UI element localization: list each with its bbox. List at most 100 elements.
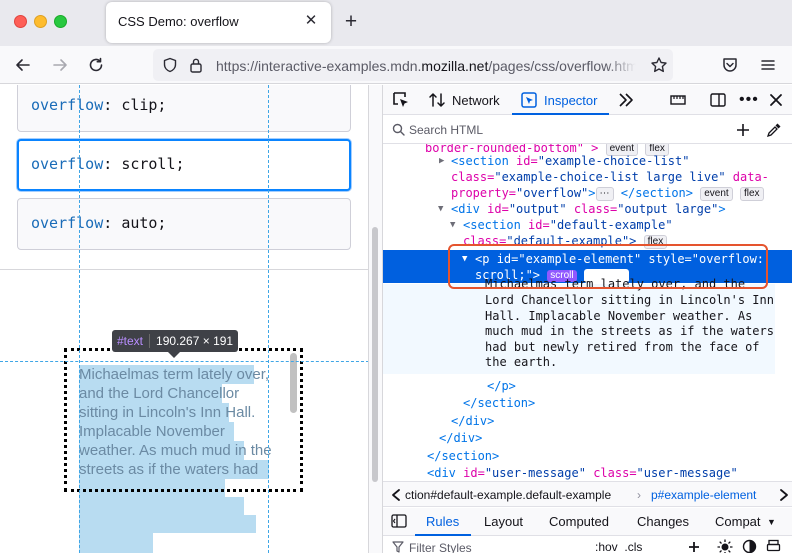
text-highlight (79, 533, 153, 553)
tree-line[interactable]: property="overflow">⋯ </section> event f… (451, 185, 792, 201)
tab-computed[interactable]: Computed (549, 514, 609, 529)
text-highlight (79, 497, 244, 515)
shield-icon[interactable] (162, 57, 178, 73)
event-badge[interactable]: event (700, 187, 733, 201)
pick-element-button[interactable] (392, 85, 410, 115)
zoom-window-button[interactable] (54, 15, 67, 28)
text-node-line: Lord Chancellor sitting in Lincoln's Inn (485, 293, 774, 307)
choice-scroll[interactable]: overflow: scroll; (17, 139, 351, 191)
filter-styles-bar[interactable]: Filter Styles :hov .cls (383, 536, 792, 553)
scroll-badge[interactable]: scroll (547, 270, 577, 282)
dark-mode-icon[interactable] (742, 539, 757, 553)
tree-line-close-p[interactable]: </p> (487, 379, 516, 393)
network-icon (429, 93, 445, 107)
expand-triangle-icon[interactable]: ▶ (439, 156, 445, 166)
classes-toggle[interactable]: .cls (624, 540, 643, 553)
close-icon (770, 94, 782, 106)
responsive-design-button[interactable] (669, 85, 687, 115)
web-page: overflow: clip; overflow: scroll; overfl… (0, 85, 369, 553)
tab-close-icon[interactable]: ✕ (304, 12, 318, 29)
hover-state-toggle[interactable]: :hov (595, 540, 618, 553)
toggle-pane-icon[interactable] (391, 514, 407, 528)
devtools-panel: Network Inspector ••• Search HTML border… (382, 85, 792, 553)
example-scrollbar[interactable] (290, 353, 297, 413)
tag-open: <div (451, 202, 488, 216)
url-text[interactable]: https://interactive-examples.mdn.mozilla… (216, 58, 636, 74)
tab-network[interactable]: Network (428, 85, 500, 115)
dock-button[interactable] (709, 85, 727, 115)
overflow-badge[interactable]: overflow (583, 269, 630, 283)
more-tools-button[interactable] (617, 85, 635, 115)
tag-bracket: > (588, 186, 596, 200)
breadcrumb-default-example[interactable]: ction#default-example.default-example (405, 488, 612, 502)
choice-code: overflow: auto; (31, 214, 167, 232)
tag-open: <section (463, 218, 529, 232)
new-tab-button[interactable]: + (344, 10, 358, 33)
collapse-triangle-icon[interactable]: ▼ (462, 254, 468, 264)
add-node-icon[interactable] (736, 123, 750, 137)
tree-line-default-example[interactable]: <section id="default-example" (463, 217, 792, 233)
lock-icon[interactable] (189, 57, 203, 73)
attr-name: id= (487, 202, 509, 216)
filter-styles-input[interactable]: Filter Styles (409, 541, 472, 553)
choice-auto[interactable]: overflow: auto; (17, 198, 351, 250)
tree-line-close-section[interactable]: </section> (463, 396, 536, 410)
breadcrumb-separator-icon: › (637, 488, 641, 502)
tag-open: <p (475, 252, 497, 266)
chevron-left-icon[interactable] (390, 488, 402, 502)
close-window-button[interactable] (14, 15, 27, 28)
tree-line: scroll;"> scroll overflow (475, 267, 792, 283)
tree-line-close-div[interactable]: </div> (439, 431, 483, 445)
selected-node-row[interactable]: ▼ <p id="example-element" style="overflo… (383, 250, 792, 283)
pocket-button[interactable] (718, 53, 742, 77)
close-devtools-button[interactable] (769, 85, 783, 115)
eyedropper-icon[interactable] (766, 122, 782, 138)
text-highlight (79, 403, 229, 422)
search-html-input[interactable]: Search HTML (409, 123, 484, 137)
choice-code: overflow: clip; (31, 96, 167, 114)
back-button[interactable] (11, 53, 35, 77)
tab-network-label: Network (452, 92, 500, 108)
chevron-right-icon[interactable] (778, 488, 790, 502)
flex-badge[interactable]: flex (645, 144, 669, 156)
breadcrumb-example-element[interactable]: p#example-element (651, 488, 757, 502)
collapse-triangle-icon[interactable]: ▼ (438, 204, 444, 214)
light-mode-icon[interactable] (717, 539, 733, 553)
print-media-icon[interactable] (766, 539, 781, 553)
tab-css-demo[interactable]: CSS Demo: overflow ✕ (106, 2, 331, 43)
reload-button[interactable] (84, 53, 108, 77)
example-element-text[interactable]: Michaelmas term lately over, and the Lor… (79, 366, 272, 478)
tab-inspector[interactable]: Inspector (520, 85, 597, 115)
flex-badge[interactable]: flex (739, 187, 764, 201)
star-icon[interactable] (650, 56, 668, 74)
text-node-block[interactable]: Michaelmas term lately over, and the Lor… (383, 277, 775, 374)
tabs-overflow-chevron-down-icon[interactable]: ▼ (767, 517, 776, 527)
url-bar[interactable]: https://interactive-examples.mdn.mozilla… (153, 49, 673, 81)
collapse-triangle-icon[interactable]: ▼ (450, 220, 456, 230)
sidebar-tabs: Rules Layout Computed Changes Compat ▼ (383, 508, 792, 536)
tab-bar: CSS Demo: overflow ✕ + (0, 0, 792, 46)
tree-line-output[interactable]: <div id="output" class="output large"> (451, 201, 792, 217)
add-rule-icon[interactable] (688, 541, 700, 553)
tab-rules[interactable]: Rules (426, 514, 460, 529)
collapsed-content-badge[interactable]: ⋯ (595, 187, 614, 201)
minimize-window-button[interactable] (34, 15, 47, 28)
tree-line-user-message[interactable]: <div id="user-message" class="user-messa… (427, 465, 792, 481)
app-menu-button[interactable] (756, 53, 780, 77)
choice-clip[interactable]: overflow: clip; (17, 85, 351, 132)
devtools-splitter[interactable] (368, 85, 382, 553)
tab-compat[interactable]: Compat (715, 514, 761, 529)
tree-line[interactable]: border-rounded-bottom" > event flex (425, 144, 792, 156)
tree-line-example-choice-list[interactable]: <section id="example-choice-list" (451, 153, 792, 169)
tab-changes[interactable]: Changes (637, 514, 690, 529)
tree-line-close-div[interactable]: </div> (451, 414, 495, 428)
page-scrollbar-thumb[interactable] (372, 227, 378, 482)
tree-line[interactable]: class="example-choice-list large live" d… (451, 169, 792, 185)
arrow-right-icon (53, 59, 67, 71)
navigation-bar: https://interactive-examples.mdn.mozilla… (0, 46, 792, 84)
devtools-menu-button[interactable]: ••• (739, 85, 759, 115)
tree-line-close-section[interactable]: </section> (427, 449, 500, 463)
forward-button[interactable] (48, 53, 72, 77)
search-html-bar[interactable]: Search HTML (383, 116, 792, 144)
tab-layout[interactable]: Layout (484, 514, 524, 529)
